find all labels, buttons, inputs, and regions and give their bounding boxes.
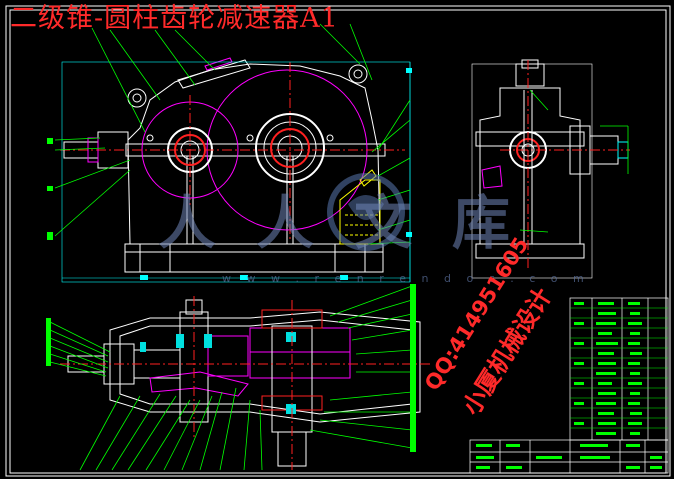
inner-frame [9,9,667,474]
watermark-logo-icon [327,173,405,251]
outer-frame [5,5,671,477]
watermark-url: w w w . r e n r e n d o c . c o m [222,272,590,285]
drawing-title: 二级锥-圆柱齿轮减速器A1 [10,3,339,34]
title-block [469,439,669,474]
watermark-logo-icon [348,195,384,220]
watermark-text: 人人文库 [158,189,551,257]
front-view [47,23,412,283]
parts-list [569,297,669,441]
section-view [46,284,430,471]
side-view [471,59,630,279]
